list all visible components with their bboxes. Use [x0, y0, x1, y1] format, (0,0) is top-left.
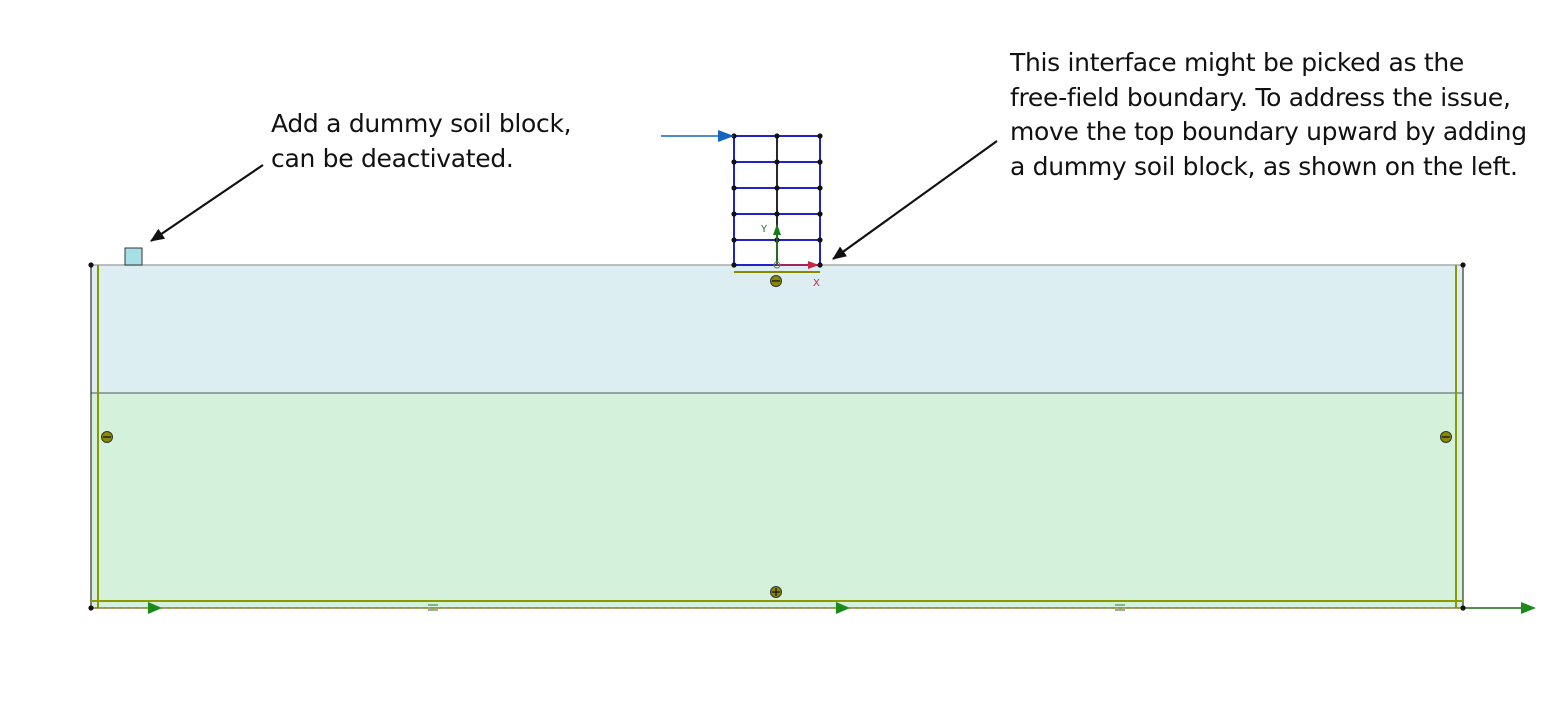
minus-circle-icon [770, 275, 782, 287]
corner-node [88, 605, 94, 611]
equal-sign-icon [1115, 604, 1125, 611]
bottom-arrow-icon [1521, 602, 1536, 614]
plus-circle-icon [770, 586, 782, 598]
bottom-arrow-icon [836, 602, 850, 614]
right-annotation-arrow [832, 140, 998, 260]
axis-arrow-icon [773, 224, 819, 269]
minus-circle-icon [101, 431, 113, 443]
load-arrow-icon [661, 130, 734, 142]
y-axis-label: Y [760, 224, 768, 235]
interface-annotation: This interface might be picked as the fr… [1010, 46, 1527, 184]
corner-node [1460, 262, 1466, 268]
dummy-block-annotation: Add a dummy soil block, can be deactivat… [271, 107, 572, 176]
annotation-line: This interface might be picked as the [1010, 48, 1465, 77]
lower-soil-layer [91, 393, 1463, 608]
x-axis-label: X [813, 278, 820, 289]
left-annotation-arrow [150, 164, 264, 242]
corner-node [1460, 605, 1466, 611]
dummy-soil-block [124, 247, 143, 266]
equal-sign-icon [428, 604, 438, 611]
annotation-line: free-field boundary. To address the issu… [1010, 82, 1511, 112]
corner-node [88, 262, 94, 268]
annotation-line: a dummy soil block, as shown on the left… [1010, 151, 1518, 181]
annotation-line: can be deactivated. [271, 143, 514, 173]
annotation-line: move the top boundary upward by adding [1010, 117, 1527, 146]
minus-circle-icon [1440, 431, 1452, 443]
bottom-arrow-icon [148, 602, 162, 614]
annotation-line: Add a dummy soil block, [271, 109, 572, 138]
